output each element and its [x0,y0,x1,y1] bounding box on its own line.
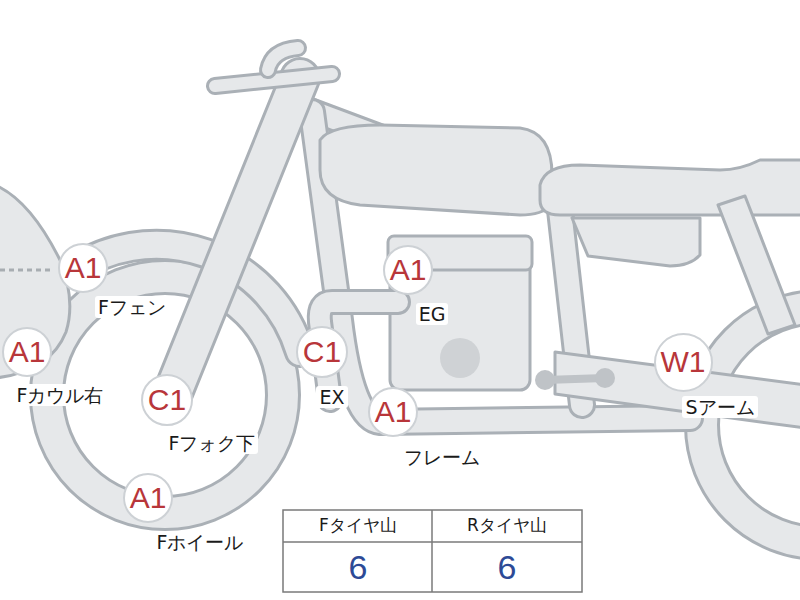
fuel-tank [320,125,552,215]
mirror-fill [268,48,298,70]
front-cowl [0,185,70,378]
callout-number: C1 [303,337,341,367]
callout-circle: C1Fフォク下 [141,374,193,426]
part-name: Fカウル右 [14,384,107,407]
front-fork [172,78,300,395]
mirror [268,48,298,70]
callout-number: A1 [375,397,412,427]
leader-line [0,269,54,272]
table-frame [283,510,582,592]
part-name: Fホイール [154,531,247,554]
callout-number: A1 [130,483,167,513]
rear-shock [718,196,795,334]
part-name: EG [416,303,449,326]
part-name: EX [316,386,347,409]
callout-circle: W1Sアーム [654,333,713,392]
tire-table [283,510,582,592]
footpeg-end [535,370,555,390]
callout-number: A1 [390,255,427,285]
callout-circle: C1EX [296,326,348,378]
callout-number: C1 [148,385,186,415]
callout-number: A1 [65,253,102,283]
part-name: フレーム [401,446,483,469]
table-value: 6 [349,548,368,587]
side-cover [572,218,700,266]
callout-number: W1 [661,347,706,377]
table-header: Rタイヤ山 [467,516,547,536]
table-value: 6 [498,548,517,587]
engine-cover [440,338,480,378]
seat [540,160,800,215]
part-name: Sアーム [682,396,757,419]
front-fork-fill [172,78,300,395]
footpeg-end [595,368,615,388]
part-name: Fフェン [95,296,169,319]
table-header: Fタイヤ山 [319,516,397,536]
part-name: Fフォク下 [166,432,259,455]
callout-number: A1 [9,337,46,367]
table-rule [431,510,433,592]
